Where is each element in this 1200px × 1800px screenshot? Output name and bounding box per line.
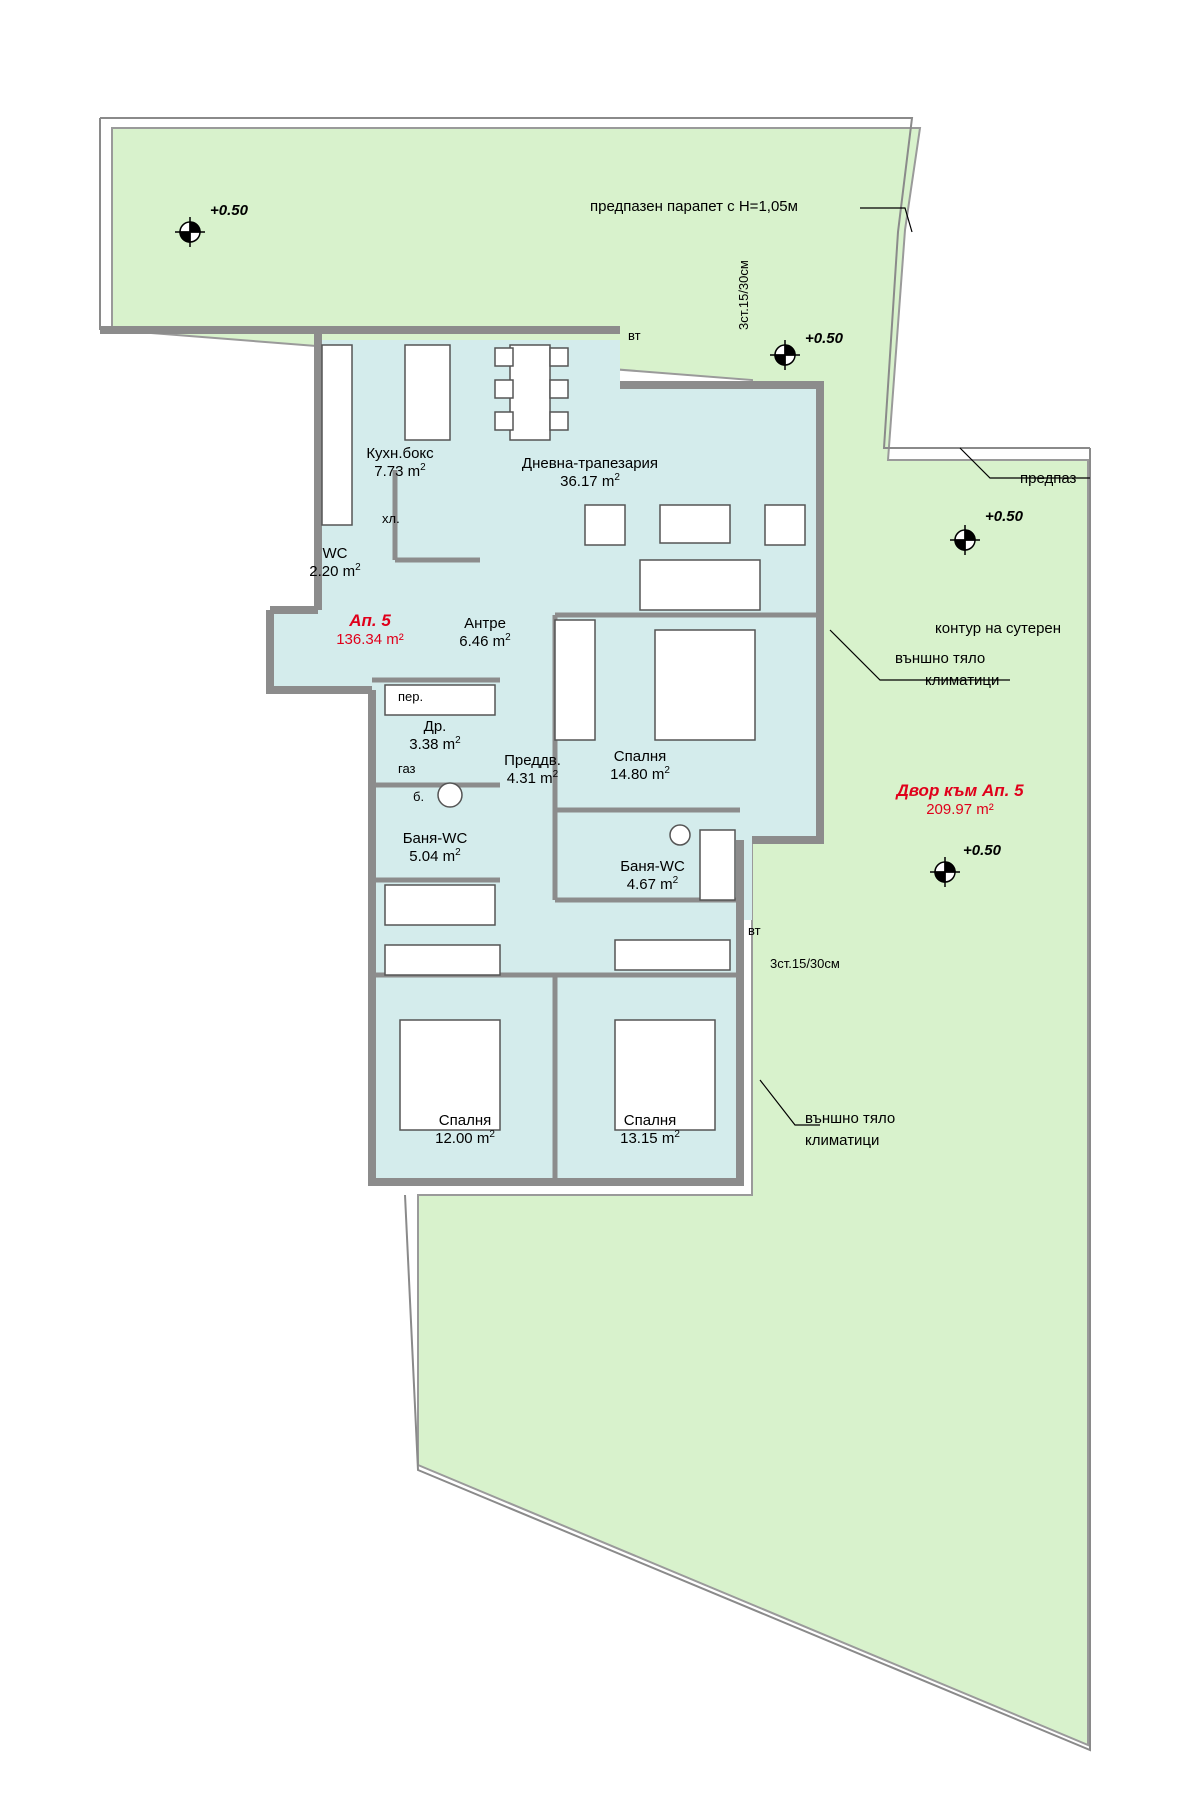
yard-edge	[404, 448, 1091, 1752]
room-wc: WC 2.20 m2	[309, 545, 361, 580]
stairs-note: 3ст.15/30см	[770, 956, 840, 971]
elevation-label: +0.50	[985, 508, 1023, 525]
room-entrance: Антре 6.46 m2	[459, 615, 511, 650]
apartment-label: Ап. 5 136.34 m²	[336, 611, 404, 649]
parapet-line	[100, 117, 1090, 449]
elevation-markers	[175, 217, 980, 887]
dining-table	[509, 344, 551, 441]
elevation-label: +0.50	[210, 202, 248, 219]
kitchen-island	[404, 344, 451, 441]
parapet-note: предпазен парапет с Н=1,05м	[590, 198, 798, 215]
room-storage: Др. 3.38 m2	[409, 718, 461, 753]
toilet	[669, 824, 691, 846]
coffee-table	[659, 504, 731, 544]
elevation-marker-icon	[950, 525, 980, 555]
elevation-marker-icon	[175, 217, 205, 247]
yard-label: Двор към Ап. 5 209.97 m²	[896, 781, 1024, 819]
room-bedroom-3: Спалня 13.15 m2	[620, 1112, 680, 1147]
ac-unit-note: климатици	[805, 1132, 880, 1149]
room-bedroom-2: Спалня 12.00 m2	[435, 1112, 495, 1147]
double-bed	[614, 1019, 716, 1131]
basement-note: контур на сутерен	[935, 620, 1062, 637]
washbasin	[437, 782, 463, 808]
wardrobe	[554, 619, 596, 741]
room-kitchen: Кухн.бокс 7.73 m2	[366, 445, 434, 480]
garden-area	[111, 127, 1089, 1747]
double-bed	[399, 1019, 501, 1131]
bathtub	[384, 884, 496, 926]
storage-shelf	[384, 684, 496, 716]
elevation-marker-icon	[770, 340, 800, 370]
room-hallway: Преддв. 4.31 m2	[504, 752, 561, 787]
elevation-marker-icon	[930, 857, 960, 887]
wardrobe	[384, 944, 501, 976]
double-bed	[654, 629, 756, 741]
terrace-top	[111, 127, 1089, 1747]
sofa	[639, 559, 761, 611]
room-living-dining: Дневна-трапезария 36.17 m2	[521, 455, 659, 490]
washer-label: пер.	[398, 689, 424, 704]
elevation-label: +0.50	[963, 842, 1001, 859]
boiler-label: б.	[413, 789, 425, 804]
furniture	[321, 344, 806, 1131]
fridge-label: хл.	[382, 511, 400, 526]
elevation-label: +0.50	[805, 330, 843, 347]
gas-label: газ	[398, 761, 416, 776]
vt-label: вт	[628, 328, 641, 343]
ac-unit-note: външно тяло	[895, 650, 986, 667]
parapet-note-cut: предпаз	[1020, 470, 1077, 487]
wardrobe	[614, 939, 731, 971]
armchair	[764, 504, 806, 546]
garden-outline	[99, 117, 1091, 1752]
room-bedroom-1: Спалня 14.80 m2	[610, 748, 670, 783]
ac-unit-note: външно тяло	[805, 1110, 896, 1127]
armchair	[584, 504, 626, 546]
vt-label: вт	[748, 923, 761, 938]
leader-lines	[759, 207, 1090, 1126]
ac-unit-note: климатици	[925, 672, 1000, 689]
shower	[699, 829, 736, 901]
room-bathroom-1: Баня-WC 5.04 m2	[402, 830, 468, 865]
stairs-note: 3ст.15/30см	[736, 260, 751, 330]
kitchen-counter	[321, 344, 353, 526]
room-bathroom-2: Баня-WC 4.67 m2	[620, 858, 685, 893]
